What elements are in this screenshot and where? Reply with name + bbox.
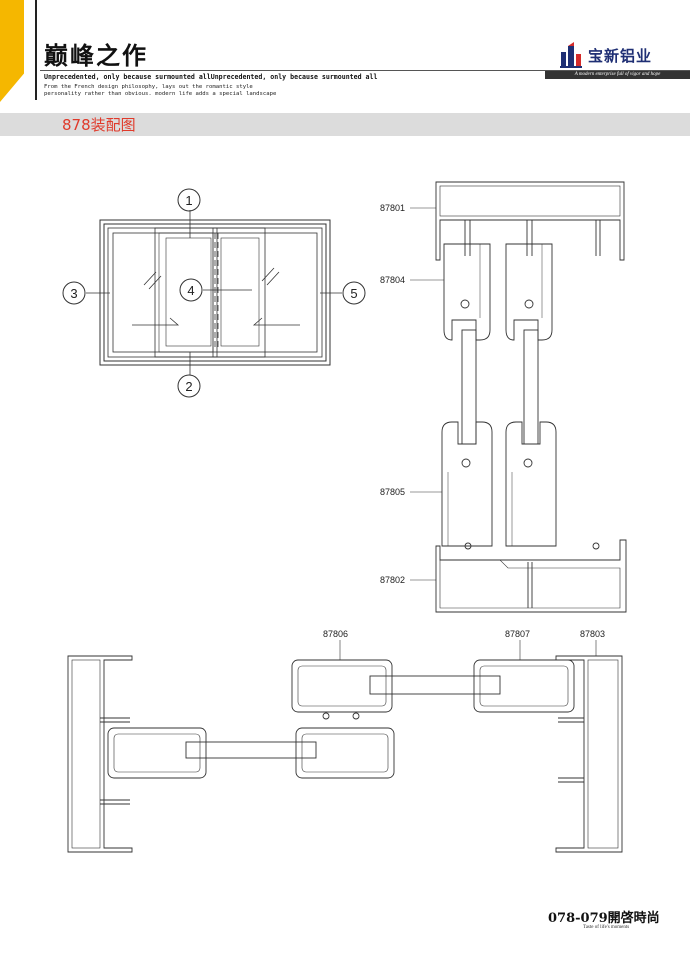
vertical-section xyxy=(410,181,627,613)
window-elevation xyxy=(62,188,366,398)
tagline-bold: Unprecedented, only because surmounted a… xyxy=(44,73,378,81)
page-title: 巅峰之作 xyxy=(44,42,148,70)
tagline-line-2: personality rather than obvious. modern … xyxy=(44,91,277,97)
tagline-line-1: From the French design philosophy, lays … xyxy=(44,84,253,90)
label-87804: 87804 xyxy=(380,275,405,285)
building-logo-icon xyxy=(560,42,582,68)
callout-5: 5 xyxy=(350,286,357,301)
header-rule xyxy=(40,70,690,71)
callout-1-circle xyxy=(177,188,201,212)
callout-3: 3 xyxy=(70,286,77,301)
callout-3-circle xyxy=(62,281,86,305)
label-87805: 87805 xyxy=(380,487,405,497)
label-87803: 87803 xyxy=(580,629,605,639)
page-number-label: 078-079開啓時尚 xyxy=(548,911,660,926)
horizontal-section xyxy=(67,640,623,853)
label-87801: 87801 xyxy=(380,203,405,213)
callout-4: 4 xyxy=(187,283,194,298)
callout-2: 2 xyxy=(185,379,192,394)
brand-name: 宝新铝业 xyxy=(588,46,653,65)
callout-2-circle xyxy=(177,374,201,398)
brand-slogan: A modern enterprise full of vigor and ho… xyxy=(545,71,690,79)
label-87806: 87806 xyxy=(323,629,348,639)
callout-5-circle xyxy=(342,281,366,305)
label-87802: 87802 xyxy=(380,575,405,585)
label-87807: 87807 xyxy=(505,629,530,639)
footer-subtitle: Taste of life's moments xyxy=(583,925,630,930)
header-divider xyxy=(35,0,37,100)
brand-logo: 宝新铝业 xyxy=(560,40,652,70)
tagline: From the French design philosophy, lays … xyxy=(44,84,304,98)
callout-1: 1 xyxy=(185,193,192,208)
callout-4-circle xyxy=(179,278,203,302)
section-title: 878装配图 xyxy=(62,116,136,134)
section-band xyxy=(0,113,690,136)
